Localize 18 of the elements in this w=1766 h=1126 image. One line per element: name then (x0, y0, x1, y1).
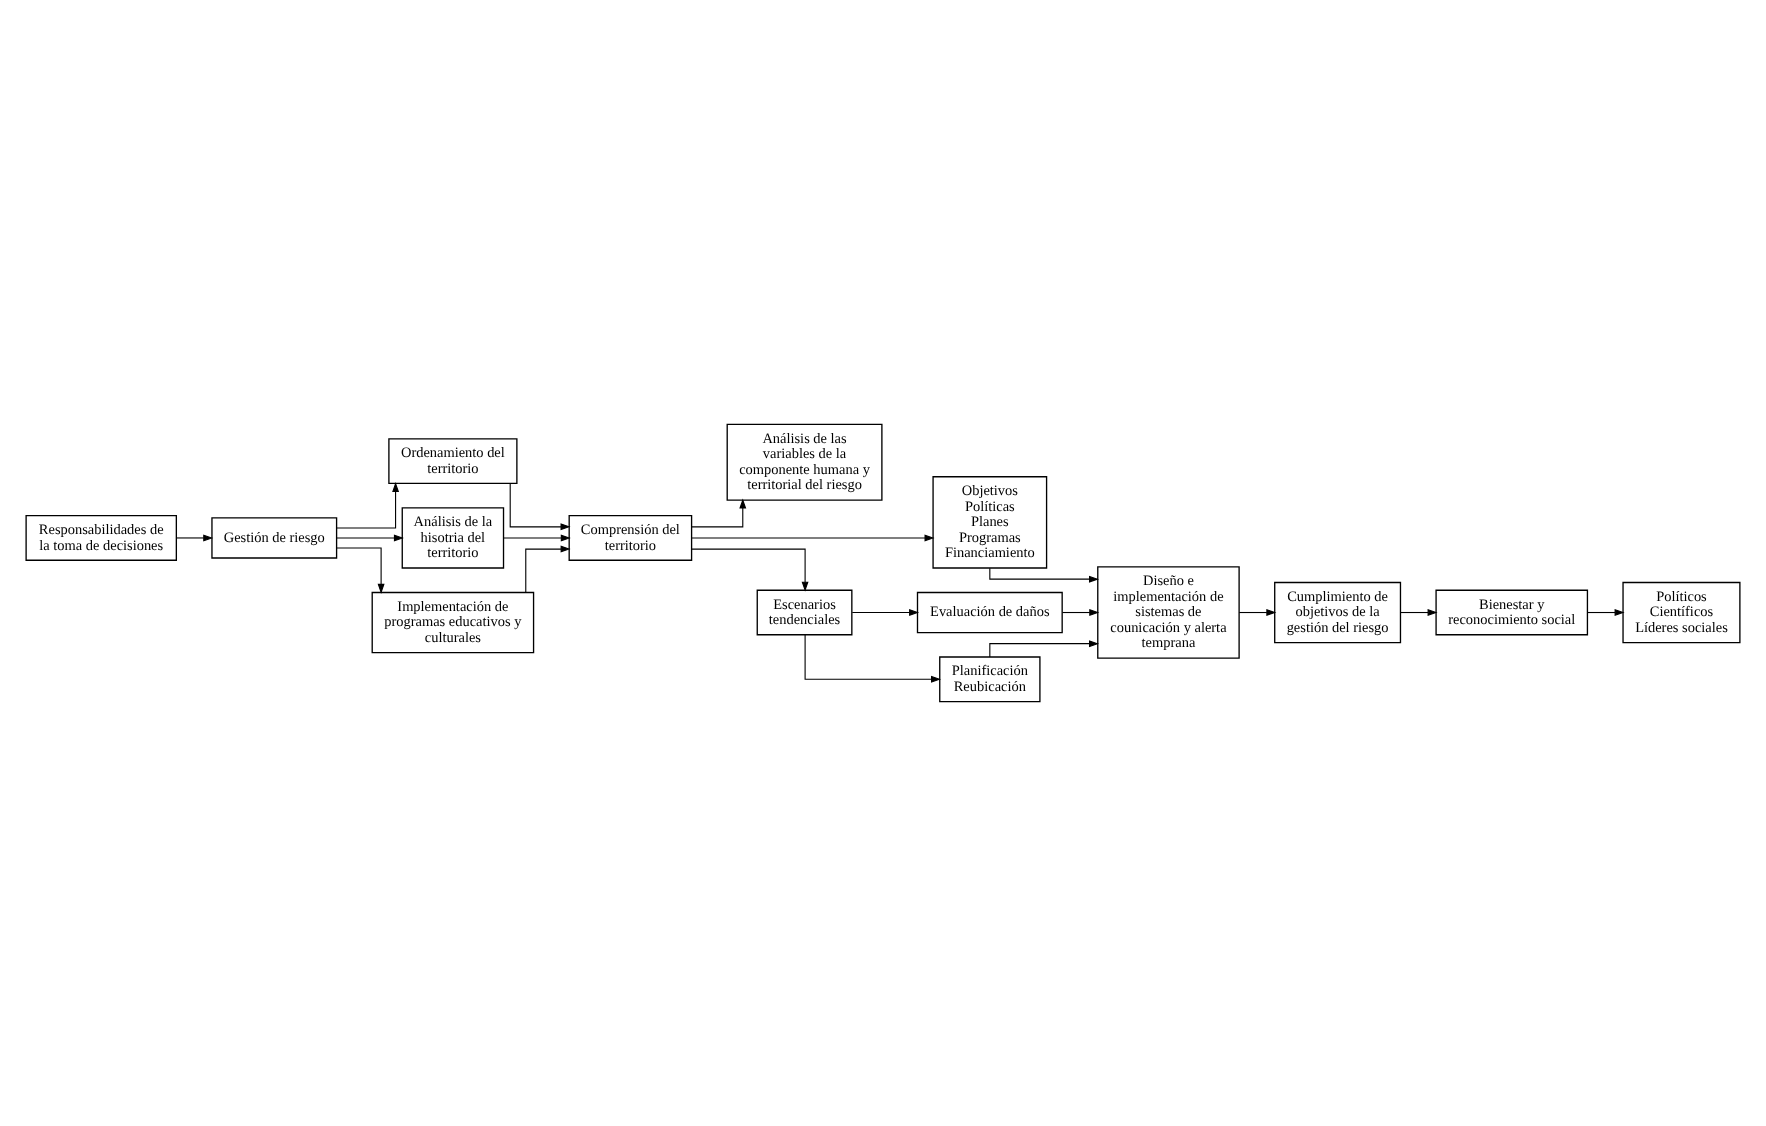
arrow (525, 545, 571, 593)
arrow (1399, 609, 1438, 617)
arrow (691, 498, 747, 528)
arrow (1061, 609, 1100, 617)
arrow (176, 534, 214, 542)
arrow (503, 534, 571, 542)
arrow (1587, 609, 1625, 617)
arrow (804, 634, 942, 683)
arrow (509, 483, 571, 531)
arrow (336, 482, 400, 529)
arrow (1238, 609, 1277, 617)
arrow (691, 534, 935, 542)
arrow (989, 567, 1099, 583)
arrow (691, 548, 809, 592)
arrow (336, 547, 385, 594)
arrow (989, 640, 1099, 658)
arrow (851, 609, 920, 617)
arrow (336, 534, 404, 542)
